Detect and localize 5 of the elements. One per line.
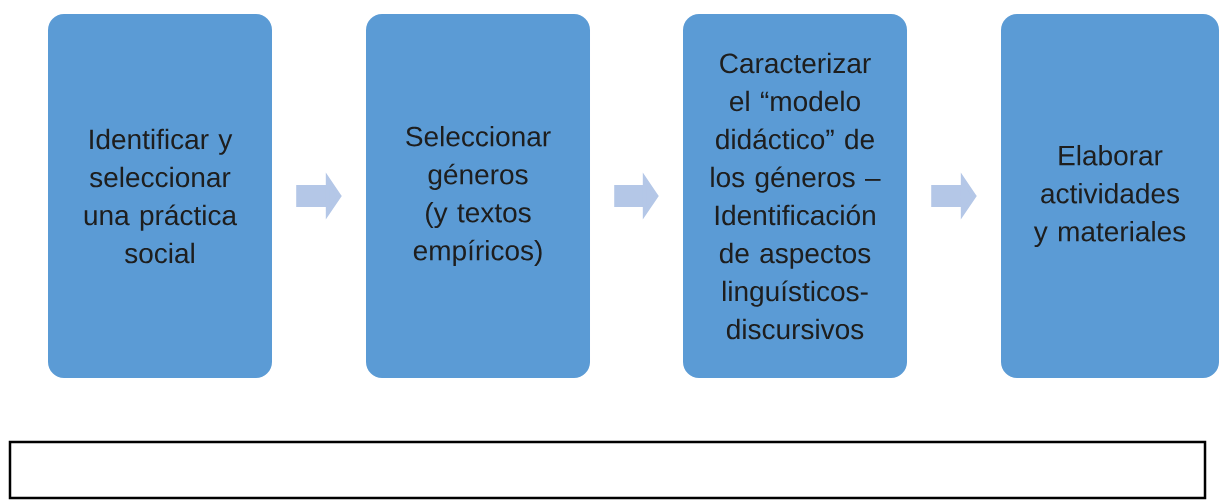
process-box: Seleccionar géneros (y textos empíricos): [366, 14, 590, 378]
empty-box: [8, 440, 1207, 500]
process-box: Elaborar actividades y materiales: [1001, 14, 1219, 378]
process-box: Caracterizar el “modelo didáctico” de los géneros – Identificación de aspectos linguísticos-discursivos: [683, 14, 907, 378]
process-box: Identificar y seleccionar una práctica social: [48, 14, 272, 378]
